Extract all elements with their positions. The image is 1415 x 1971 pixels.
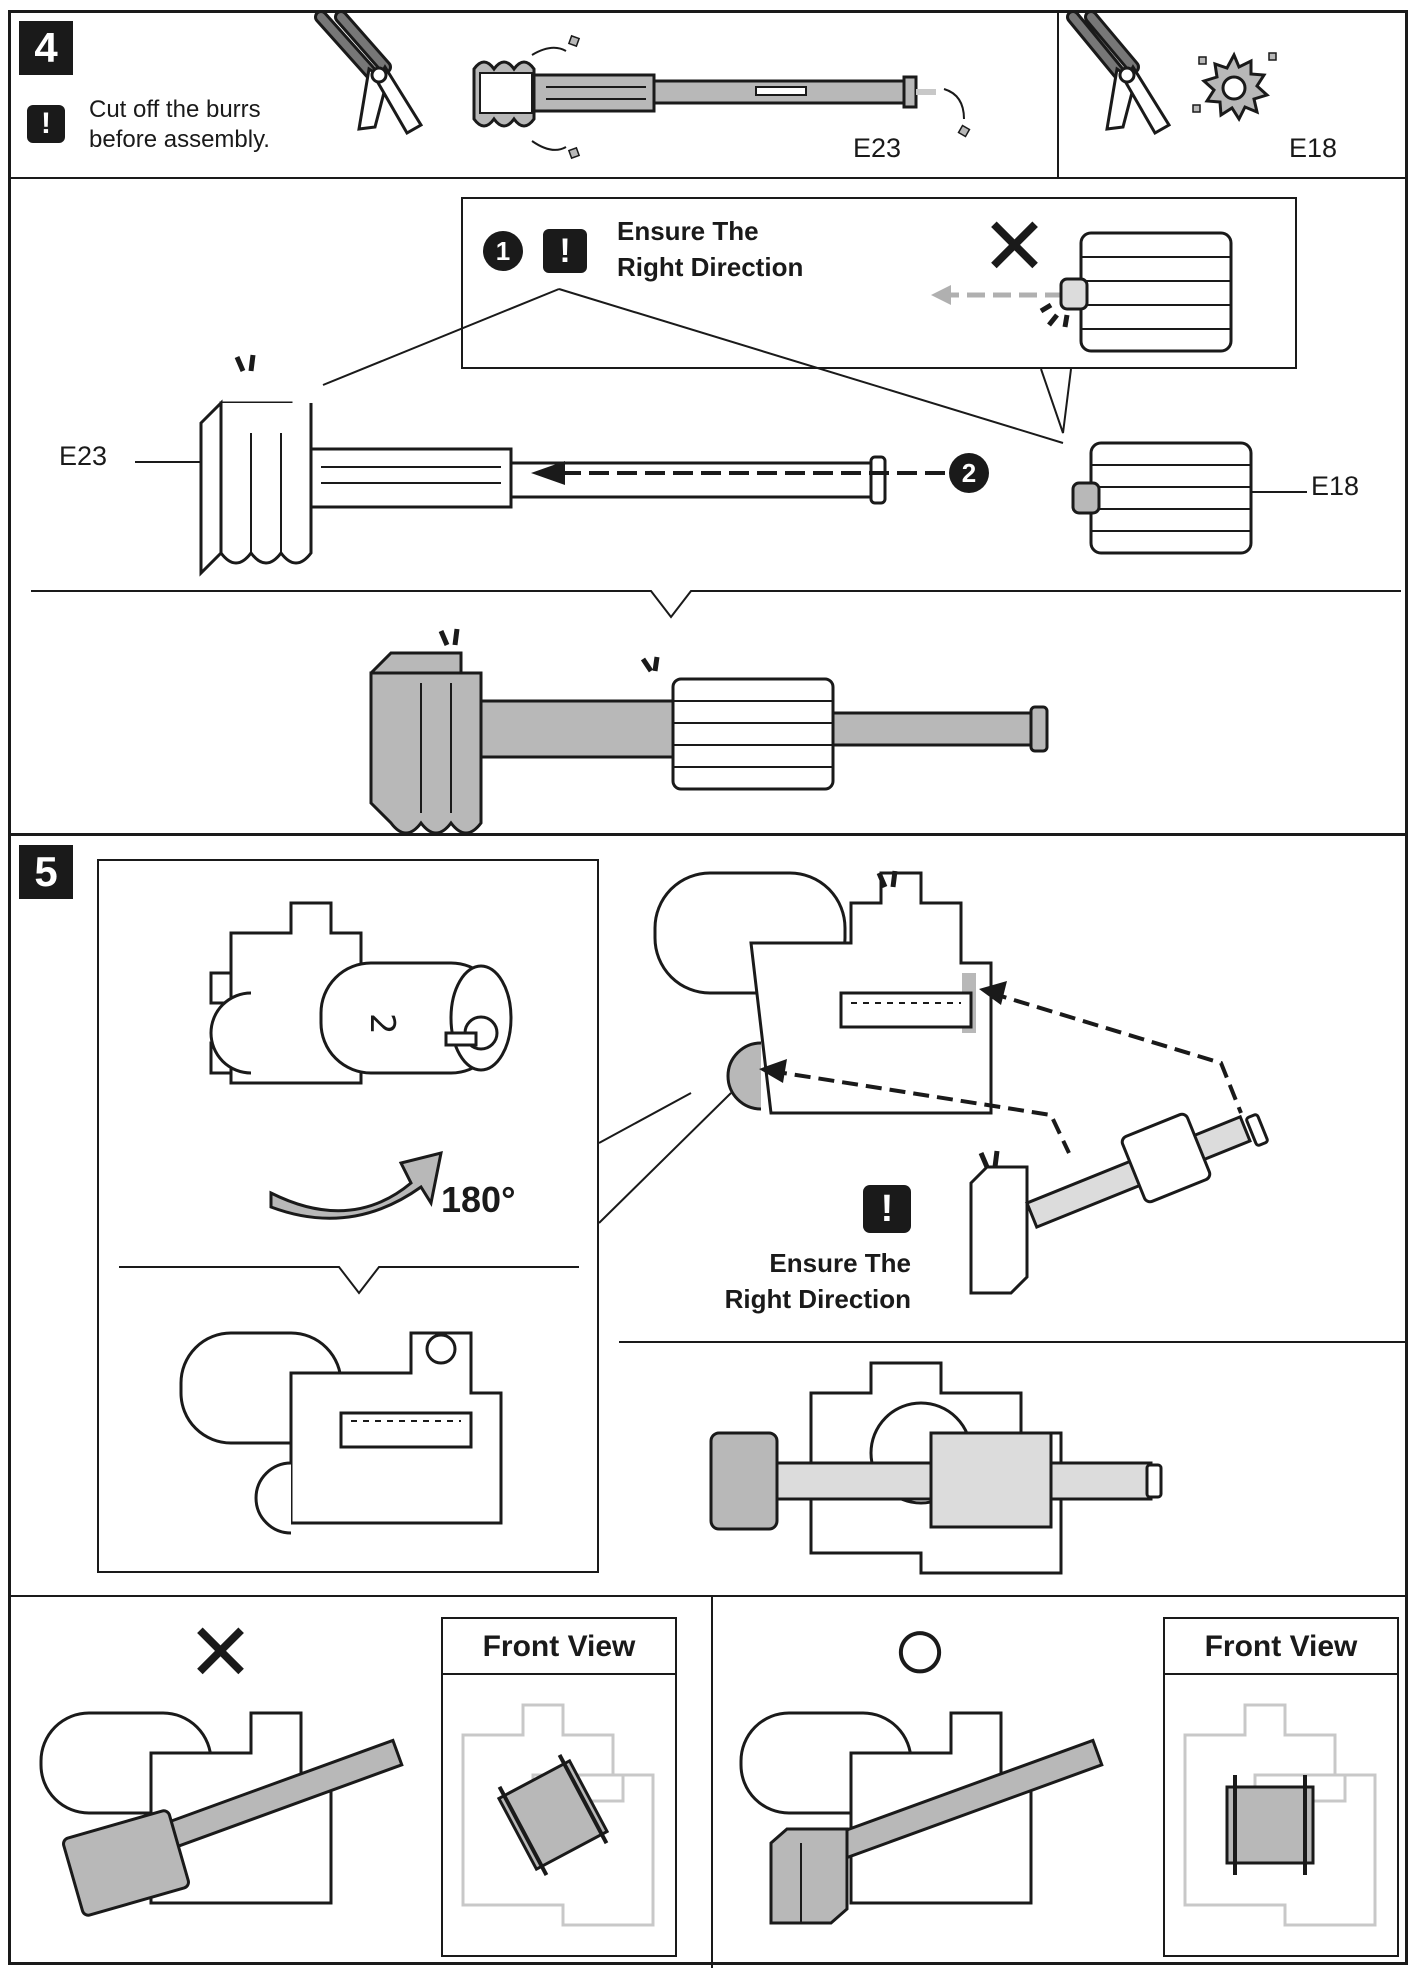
callout-number-1: 1 [483, 231, 523, 271]
divider-step5-right [619, 1341, 1405, 1343]
burr-note-line1: Cut off the burrs [89, 96, 261, 123]
leader-e18 [1251, 491, 1307, 493]
part-e23-sprue [472, 34, 971, 160]
direction-line2: Right Direction [724, 1284, 911, 1314]
direction-line1: Ensure The [769, 1248, 911, 1278]
front-view-label: Front View [443, 1619, 675, 1675]
divider-step4-top [11, 177, 1405, 179]
warning-icon: ! [863, 1185, 911, 1233]
front-view-correct: Front View [1163, 1617, 1399, 1957]
step-5-badge: 5 [19, 845, 73, 899]
leader-e23 [135, 461, 201, 463]
e18-wrong-orientation [931, 231, 1233, 353]
warning-icon: ! [27, 105, 65, 143]
assembled-front-view [709, 1361, 1163, 1575]
divider-comparison [11, 1595, 1405, 1597]
callout-line2: Right Direction [617, 252, 804, 282]
panel-pointer [598, 1092, 732, 1224]
result-divider [31, 590, 1401, 619]
correct-assembly-drawing [739, 1711, 1104, 1925]
gearbox-rotated-drawing [179, 1331, 503, 1535]
part-label-e18: E18 [1311, 471, 1360, 501]
gear-icon [1192, 51, 1277, 123]
callout-pointer-lines [322, 288, 1072, 444]
callout-line1: Ensure The [617, 216, 759, 246]
nipper-icon [1066, 10, 1172, 136]
instruction-sheet: 4 ! Cut off the burrs before assembly. E… [8, 10, 1408, 1968]
front-view-correct-drawing [1183, 1703, 1377, 1927]
front-view-label: Front View [1165, 1619, 1397, 1675]
warning-icon: ! [543, 229, 587, 273]
burr-note-line2: before assembly. [89, 126, 270, 153]
part-e23-drawing [199, 354, 887, 577]
wrong-x-icon: ✕ [187, 1608, 255, 1697]
nipper-icon [314, 10, 424, 136]
part-label-e23-top: E23 [853, 133, 902, 163]
assembly-arrow [531, 461, 951, 485]
svg-text:2: 2 [362, 1013, 402, 1035]
assembled-shaft [369, 628, 1049, 835]
wrong-assembly-drawing [39, 1711, 404, 1917]
callout-number-2: 2 [949, 453, 989, 493]
rotation-divider [119, 1266, 579, 1295]
wrong-x-icon: ✕ [981, 202, 1049, 291]
part-label-e23: E23 [59, 441, 108, 471]
divider-comparison-vertical [711, 1595, 713, 1968]
front-view-wrong: Front View [441, 1617, 677, 1957]
rotate-arrow-icon [269, 1150, 443, 1220]
step-4-badge: 4 [19, 21, 73, 75]
divider-step5 [11, 833, 1405, 836]
gearbox-front-drawing: 2 [209, 901, 513, 1085]
part-label-e18-top: E18 [1289, 133, 1338, 163]
part-e18-drawing [1071, 441, 1253, 555]
correct-circle-icon: ○ [891, 1595, 949, 1702]
divider-top-vertical [1057, 13, 1059, 177]
gearbox-insertion-drawing [653, 870, 1269, 1295]
front-view-wrong-drawing [461, 1703, 655, 1927]
rotation-label: 180° [441, 1179, 516, 1220]
